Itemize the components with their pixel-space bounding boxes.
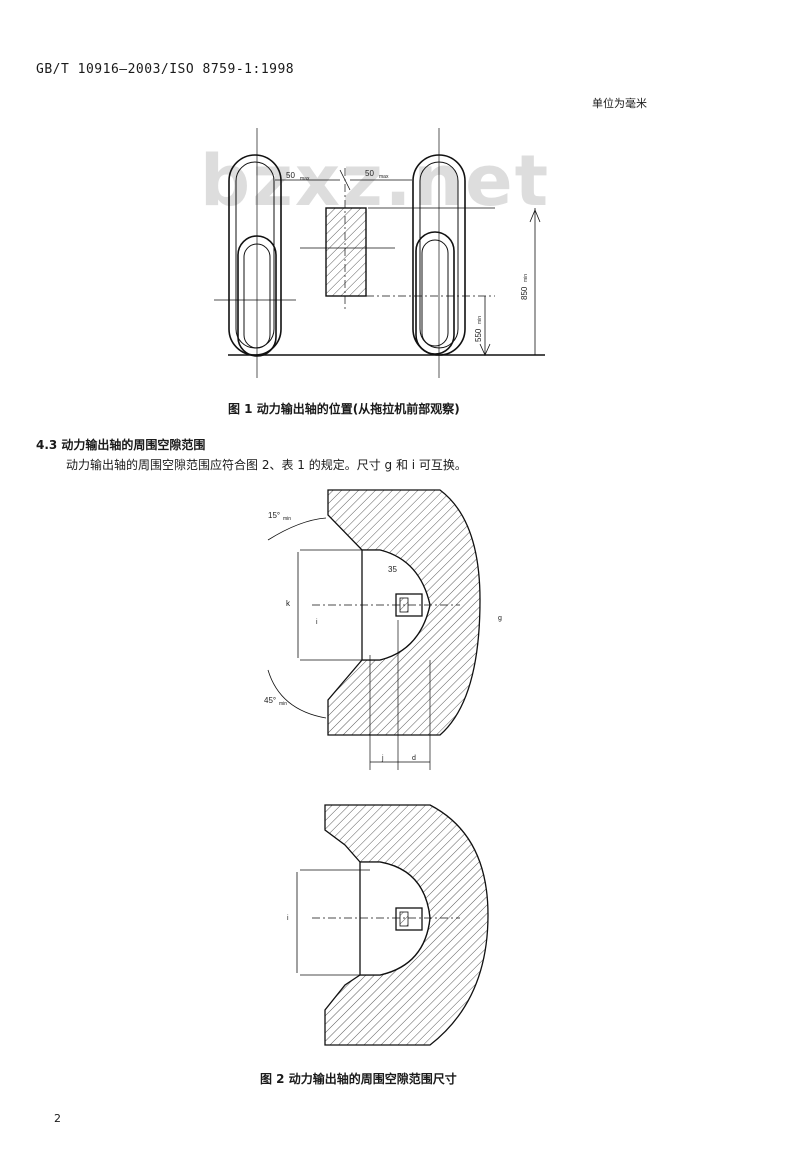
fig1-dim-left-sub: max — [300, 176, 310, 182]
fig1-dim-left: 50 — [286, 171, 295, 180]
fig2-dim-i2: i — [287, 915, 289, 922]
right-rear-wheel — [415, 231, 455, 355]
fig1-dim-550: 550 — [474, 328, 483, 342]
fig2-radius: 35 — [388, 565, 397, 574]
fig2-angle-top-sub: min — [283, 516, 291, 522]
figure1-drawing — [214, 128, 545, 378]
fig1-dim-right: 50 — [365, 169, 374, 178]
fig2-dim-j: j — [381, 755, 384, 762]
figure2-bottom-drawing — [296, 804, 489, 1046]
fig1-dim-right-sub: max — [379, 174, 389, 180]
unit-note: 单位为毫米 — [592, 97, 647, 110]
fig2-dim-k: k — [286, 599, 291, 608]
fig2-dim-d: d — [412, 755, 416, 762]
fig2-angle-bottom-sub: min — [279, 701, 287, 707]
fig2-dim-g: g — [498, 615, 502, 622]
figure1-caption: 图 1 动力输出轴的位置(从拖拉机前部观察) — [228, 402, 460, 416]
standard-header: GB/T 10916—2003/ISO 8759-1:1998 — [36, 62, 295, 77]
fig2-dim-i: i — [316, 619, 318, 626]
figure2-top-labels: 15° min 35 k i g 45° min j d — [264, 511, 502, 762]
figure2-caption: 图 2 动力输出轴的周围空隙范围尺寸 — [260, 1072, 457, 1086]
fig1-dim-850: 850 — [520, 286, 529, 300]
section-body: 动力输出轴的周围空隙范围应符合图 2、表 1 的规定。尺寸 g 和 i 可互换。 — [66, 458, 467, 472]
page-number: 2 — [54, 1112, 61, 1125]
section-heading: 4.3 动力输出轴的周围空隙范围 — [36, 438, 206, 452]
fig1-dim-850-sub: min — [523, 274, 529, 282]
pto-shaft-block — [325, 207, 367, 297]
figure1-labels: 50 max 50 max 850 min 550 min — [286, 169, 529, 342]
fig2-angle-top: 15° — [268, 511, 280, 520]
fig1-dim-550-sub: min — [477, 316, 483, 324]
fig2-angle-bottom: 45° — [264, 696, 276, 705]
figure2-top-drawing — [267, 489, 481, 770]
figure2-bottom-labels: i — [287, 915, 289, 922]
left-front-wheel — [228, 154, 282, 356]
